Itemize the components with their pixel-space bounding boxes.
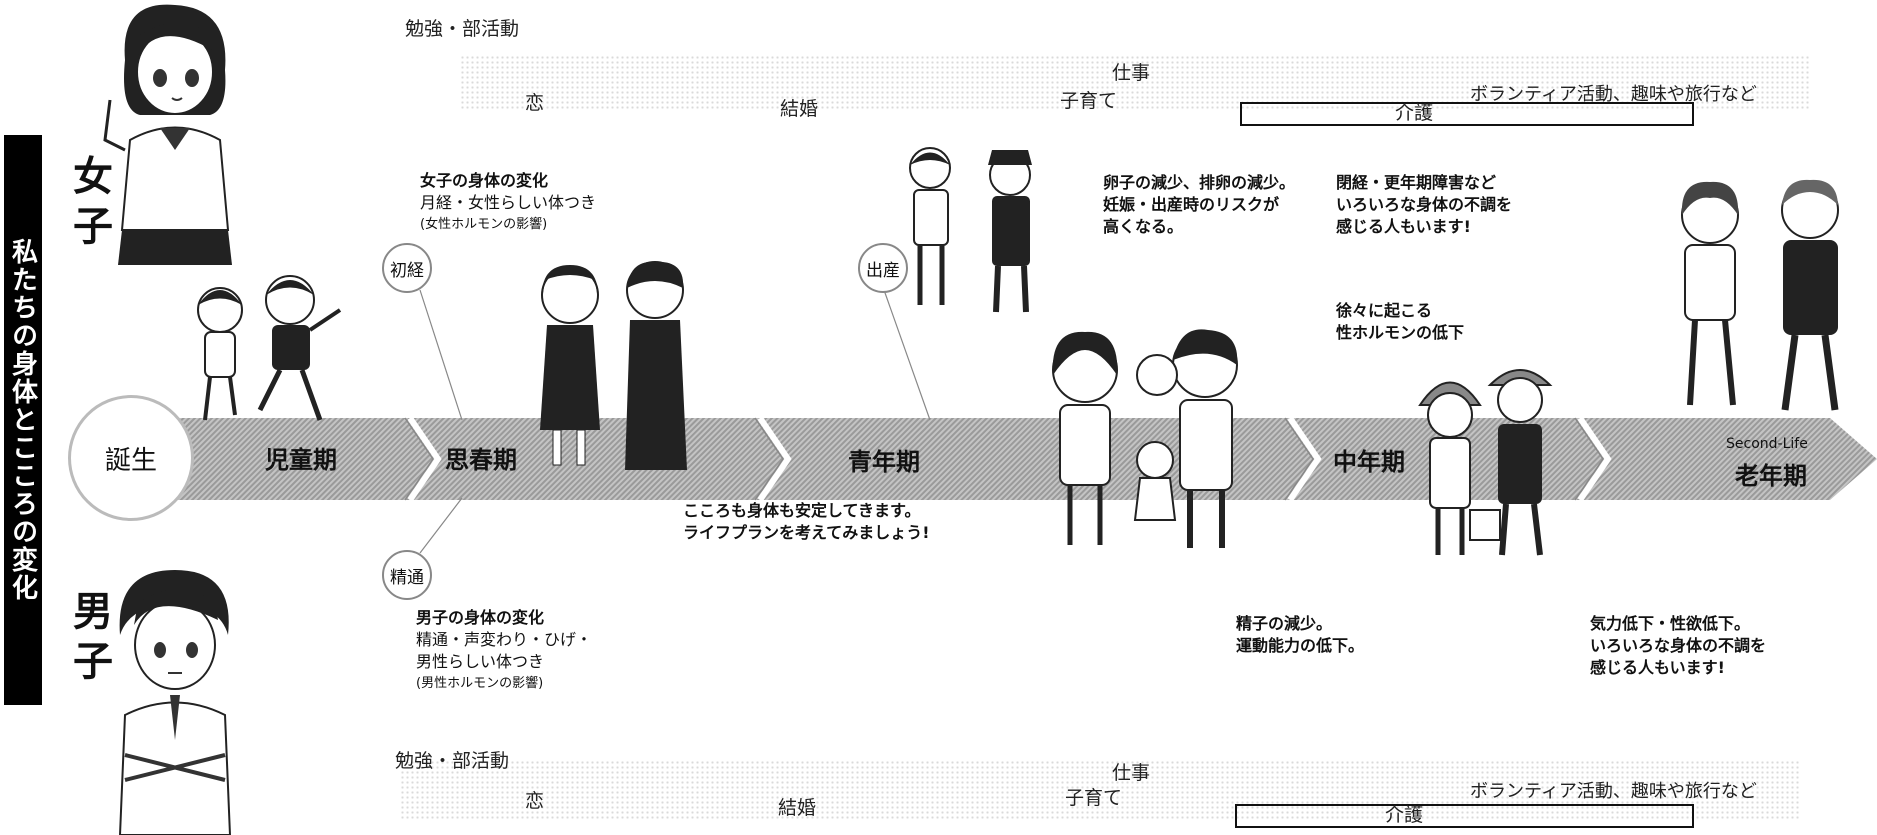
female-30s-note: 卵子の減少、排卵の減少。 妊娠・出産時のリスクが 高くなる。: [1103, 173, 1296, 236]
female-change-note: 女子の身体の変化 月経・女性らしい体つき (女性ホルモンの影響): [420, 171, 597, 232]
male-childcare-label: 子育て: [1065, 787, 1123, 809]
female-volunteer-label: ボランティア活動、趣味や旅行など: [1470, 84, 1757, 105]
female-care-label: 介護: [1395, 102, 1434, 124]
youth-note: こころも身体も安定してきます。 ライフプランを考えてみましょう!: [683, 501, 930, 542]
male-study-label: 勉強・部活動: [395, 750, 510, 772]
stage-youth: 青年期: [848, 448, 920, 476]
female-timeline-texture: [460, 55, 1810, 110]
male-change-note: 男子の身体の変化 精通・声変わり・ひげ・ 男性らしい体つき (男性ホルモンの影響…: [416, 608, 593, 691]
menopause-note: 閉経・更年期障害など いろいろな身体の不調を 感じる人もいます!: [1336, 173, 1513, 236]
stage-puberty: 思春期: [445, 446, 517, 474]
female-care-box: [1240, 102, 1694, 126]
female-student-illustration: [103, 4, 232, 265]
stage-childhood: 児童期: [265, 446, 337, 474]
female-childcare-label: 子育て: [1060, 90, 1118, 112]
male-care-label: 介護: [1385, 804, 1424, 826]
male-volunteer-label: ボランティア活動、趣味や旅行など: [1470, 781, 1757, 802]
ejaculation-circle: 精通: [382, 550, 432, 600]
male-care-box: [1235, 804, 1694, 828]
hormone-note: 徐々に起こる 性ホルモンの低下: [1336, 301, 1465, 342]
stage-senior-subtitle: Second-Life: [1726, 436, 1808, 452]
female-marriage-label: 結婚: [780, 98, 819, 120]
teen-couple-illustration: [540, 261, 687, 470]
middle-aged-illustration: [1418, 369, 1553, 556]
birth-label: 誕生: [104, 445, 157, 476]
male-student-illustration: [118, 570, 232, 835]
elderly-couple-illustration: [1681, 179, 1839, 411]
young-adults-illustration: [909, 147, 1032, 313]
male-label: 男子: [66, 590, 112, 690]
childbirth-circle: 出産: [858, 243, 908, 293]
male-middle-note: 精子の減少。 運動能力の低下。: [1236, 614, 1365, 655]
side-title: 私たちの身体とこころの変化: [4, 135, 42, 705]
female-love-label: 恋: [525, 92, 545, 114]
children-illustration: [197, 275, 342, 421]
female-label: 女子: [66, 155, 112, 255]
menarche-circle: 初経: [382, 243, 432, 293]
family-illustration: [1052, 329, 1238, 548]
stage-senior: 老年期: [1735, 462, 1807, 490]
male-senior-note: 気力低下・性欲低下。 いろいろな身体の不調を 感じる人もいます!: [1590, 614, 1767, 677]
birth-circle: 誕生: [68, 395, 194, 521]
male-timeline-texture: [400, 760, 1800, 820]
male-work-label: 仕事: [1112, 762, 1151, 784]
female-work-label: 仕事: [1112, 62, 1151, 84]
male-love-label: 恋: [525, 790, 545, 812]
stage-middle: 中年期: [1333, 448, 1405, 476]
female-study-label: 勉強・部活動: [405, 18, 520, 40]
male-marriage-label: 結婚: [778, 797, 817, 819]
